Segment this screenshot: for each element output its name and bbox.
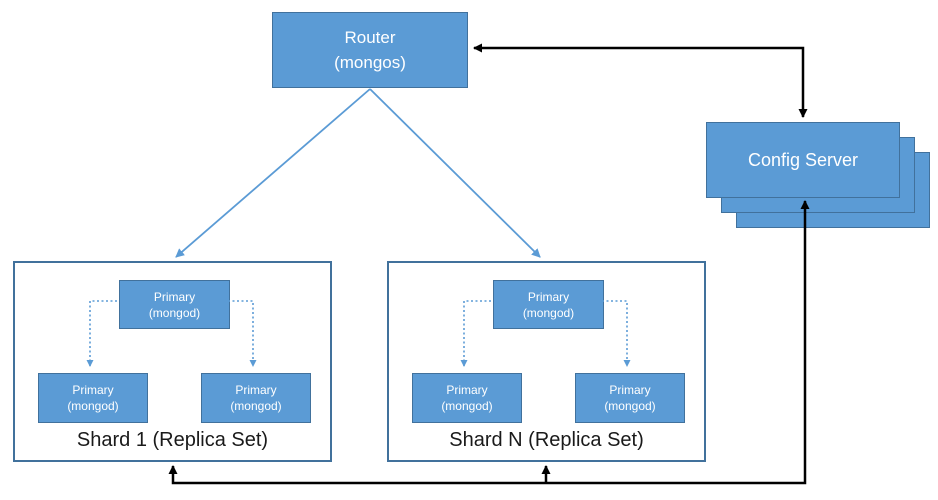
shard-n-label: Shard N (Replica Set) — [449, 429, 644, 451]
config-to-router-connector — [473, 43, 808, 118]
node-label-line1: Primary — [153, 289, 196, 304]
router-box: Router (mongos) — [272, 12, 468, 88]
node-label-line1: Primary — [527, 289, 570, 304]
shard-1-replica-node-left: Primary (mongod) — [38, 373, 148, 423]
shard-n-replica-node-left: Primary (mongod) — [412, 373, 522, 423]
node-label-line2: (mongod) — [522, 305, 575, 320]
shard-n-replica-node-right: Primary (mongod) — [575, 373, 685, 423]
shard-1-container: Primary (mongod) Primary (mongod) Primar… — [13, 261, 332, 462]
shard-1-primary-node: Primary (mongod) — [119, 280, 230, 329]
node-label-line2: (mongod) — [230, 399, 282, 413]
shard-n-primary-node: Primary (mongod) — [493, 280, 604, 329]
node-label-line2: (mongod) — [67, 399, 119, 413]
shard-1-replica-node-right: Primary (mongod) — [201, 373, 311, 423]
shard-n-container: Primary (mongod) Primary (mongod) Primar… — [387, 261, 706, 462]
router-label-line1: Router — [344, 28, 396, 47]
config-server-box: Config Server — [706, 122, 900, 198]
node-label-line1: Primary — [72, 383, 114, 397]
config-server-label: Config Server — [747, 149, 859, 170]
shard-1-label: Shard 1 (Replica Set) — [76, 429, 269, 451]
node-label-line1: Primary — [235, 383, 277, 397]
router-label-line2: (mongos) — [334, 53, 406, 72]
node-label-line2: (mongod) — [441, 399, 493, 413]
node-label-line1: Primary — [446, 383, 488, 397]
node-label-line2: (mongod) — [604, 399, 656, 413]
node-label-line1: Primary — [609, 383, 651, 397]
router-to-shard-n-connector — [369, 88, 541, 258]
node-label-line2: (mongod) — [148, 305, 201, 320]
router-to-shard-1-connector — [175, 88, 371, 258]
